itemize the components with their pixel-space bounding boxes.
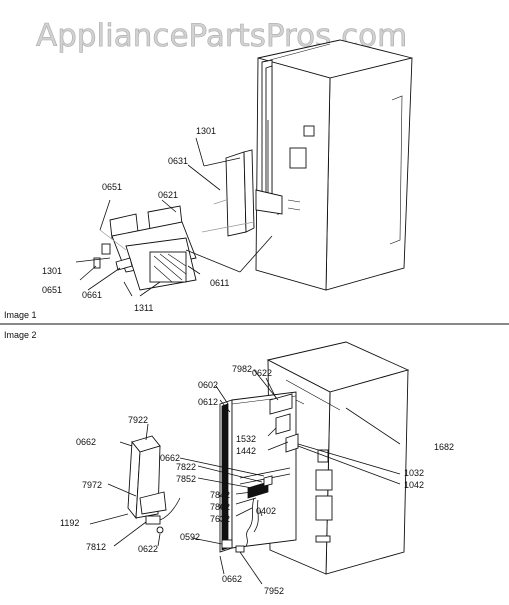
part-label: 0651	[42, 285, 62, 295]
part-label: 7972	[82, 480, 102, 490]
part-label: 0612	[198, 397, 218, 407]
part-label: 0662	[222, 574, 242, 584]
part-label: 1442	[236, 446, 256, 456]
panel-1: 1301 0631 0651 0621 1301 0651 0661 0611 …	[4, 39, 413, 320]
part-label: 0621	[158, 190, 178, 200]
part-label: 7922	[128, 415, 148, 425]
part-label: 1311	[134, 303, 153, 313]
leader-lines-1	[75, 137, 273, 297]
part-label: 1532	[236, 434, 256, 444]
hinge-assembly	[221, 393, 299, 553]
part-label: 7862	[210, 502, 230, 512]
part-label: 0402	[256, 506, 276, 516]
part-label: 0611	[210, 278, 229, 288]
panel-title: Image 1	[4, 310, 37, 320]
back-panel-0631	[225, 151, 247, 237]
part-label: 0662	[160, 453, 180, 463]
part-label: 0622	[138, 544, 158, 554]
part-label: 0602	[198, 380, 218, 390]
leader-lines-2	[89, 369, 401, 585]
part-label: 0622	[252, 368, 272, 378]
component-7922	[127, 435, 181, 534]
part-label: 7812	[86, 542, 106, 552]
panel-2: Image 2	[4, 330, 454, 596]
part-label: 1192	[60, 518, 79, 528]
part-label: 7982	[232, 364, 252, 374]
part-label: 0592	[180, 532, 200, 542]
part-cluster-1	[93, 205, 197, 291]
part-label: 1682	[434, 442, 454, 452]
fridge-cabinet-1	[255, 39, 413, 291]
watermark: AppliancePartsPros.com	[36, 18, 407, 54]
part-label: 0631	[168, 156, 188, 166]
part-label: 7822	[176, 462, 196, 472]
part-label: 0662	[76, 437, 96, 447]
part-label: 1042	[404, 480, 424, 490]
part-label: 7952	[264, 586, 284, 596]
part-label: 1032	[404, 468, 424, 478]
part-label: 1301	[196, 126, 216, 136]
part-label: 7632	[210, 514, 230, 524]
part-label: 1301	[42, 266, 62, 276]
part-label: 0661	[82, 290, 102, 300]
part-label: 7842	[210, 490, 230, 500]
part-label: 0651	[102, 182, 122, 192]
part-label: 7852	[176, 474, 196, 484]
panel-title: Image 2	[4, 330, 37, 340]
